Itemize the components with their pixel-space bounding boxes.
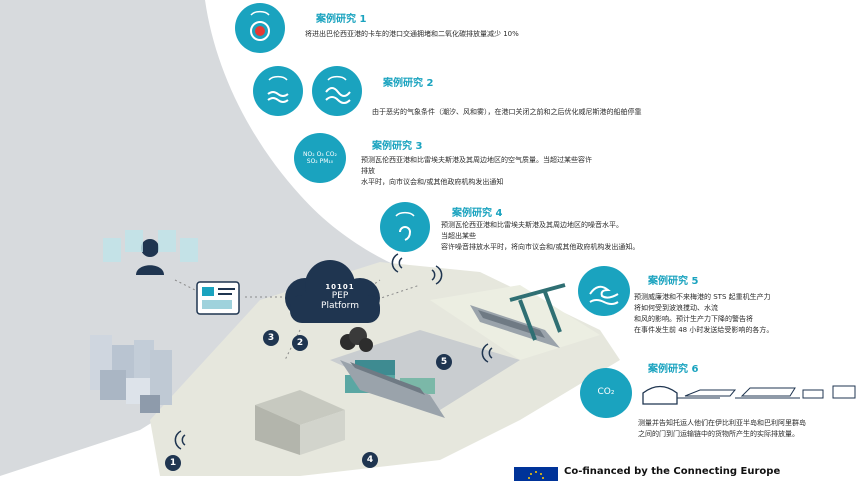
transport-chain <box>642 385 856 405</box>
case3-air-quality-icon: NO₂ O₃ CO₂ SO₂ PM₁₀ <box>294 133 346 183</box>
case6-title: 案例研究 6 <box>648 364 699 375</box>
platform-line2: Platform <box>321 301 359 311</box>
pep-platform-label: 10101 PEP Platform <box>300 283 380 311</box>
case3-title: 案例研究 3 <box>372 141 423 152</box>
pep-platform-cloud <box>285 260 380 323</box>
case3-desc: 预测瓦伦西亚港和比雷埃夫斯港及其周边地区的空气质量。当超过某些容许 排放 水平时… <box>361 156 592 186</box>
background-illustration <box>0 0 856 476</box>
dashboard-icon <box>196 281 240 315</box>
case2-weather-icon-a <box>253 66 303 116</box>
case1-title: 案例研究 1 <box>316 14 367 25</box>
signal-icons <box>174 253 493 450</box>
cofinanced-text: Co-financed by the Connecting Europe <box>564 466 781 477</box>
air-gas-label: NO₂ O₃ CO₂ SO₂ PM₁₀ <box>303 151 337 165</box>
case6-desc: 测量并告知托运人他们在伊比利亚半岛和巴利阿里群岛 之间的门到门运输链中的货物所产… <box>638 419 806 438</box>
co2-label: CO₂ <box>597 387 615 397</box>
warehouses <box>255 390 345 455</box>
sts-crane <box>509 283 566 341</box>
marker-2: 2 <box>292 335 308 351</box>
case5-title: 案例研究 5 <box>648 276 699 287</box>
case4-title: 案例研究 4 <box>452 208 503 219</box>
marker-3: 3 <box>263 330 279 346</box>
case2-desc: 由于恶劣的气象条件（潮汐、风和雾），在港口关闭之前和之后优化威尼斯港的船舶停靠 <box>372 108 642 116</box>
case5-desc: 预测威廉港和不来梅港的 STS 起重机生产力 将如何受到波浪搅动、水流 和风的影… <box>634 293 774 334</box>
infographic: NO₂ O₃ CO₂ SO₂ PM₁₀ CO₂ 案例研究 1 将进出巴伦西亚港的… <box>0 0 856 481</box>
cargo-ship-2 <box>470 305 560 348</box>
city-buildings <box>90 335 172 413</box>
person-figure <box>103 230 198 275</box>
cargo-ship-1 <box>340 360 445 418</box>
dock-water <box>330 330 520 410</box>
case4-noise-icon <box>380 202 430 252</box>
platform-code: 10101 <box>325 283 355 291</box>
case2-title: 案例研究 2 <box>383 78 434 89</box>
marker-5: 5 <box>436 354 452 370</box>
marker-1: 1 <box>165 455 181 471</box>
case1-traffic-icon <box>235 3 285 53</box>
eu-flag <box>514 467 558 481</box>
platform-line1: PEP <box>331 291 349 301</box>
case2-weather-icon-b <box>312 66 362 116</box>
case6-co2-icon: CO₂ <box>580 368 632 418</box>
marker-4: 4 <box>362 452 378 468</box>
pollution-cloud <box>340 327 373 352</box>
case1-desc: 将进出巴伦西亚港的卡车的港口交通拥堵和二氧化碳排放量减少 10% <box>305 30 519 38</box>
case4-desc: 预测瓦伦西亚港和比雷埃夫斯港及其周边地区的噪音水平。 当超出某些 容许噪音排放水… <box>441 221 640 251</box>
case5-wave-icon <box>578 266 630 316</box>
